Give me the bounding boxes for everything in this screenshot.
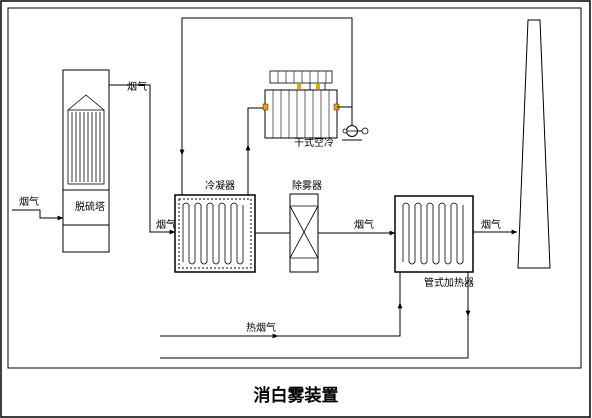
label-desulfurization-tower: 脱硫塔 — [75, 200, 105, 213]
label-dry-cooling-tower: 干式空冷 — [294, 136, 334, 149]
pipe-flue-gas-inlet — [12, 209, 64, 221]
label-heating-flue-gas: 热烟气 — [246, 321, 276, 334]
pipe-cooling-return — [181, 17, 353, 195]
label-tube-heater: 管式加热器 — [424, 276, 474, 289]
label-flue-gas-to-condenser: 烟气 — [156, 218, 176, 231]
pipe-heater-return — [160, 272, 469, 359]
label-flue-gas-to-heater: 烟气 — [354, 218, 374, 231]
label-flue-gas-tower-top: 烟气 — [127, 80, 147, 93]
pipe-tower-to-condenser — [109, 84, 176, 235]
desulfurization-tower — [62, 69, 110, 253]
label-flue-gas-inlet: 烟气 — [19, 195, 39, 208]
tube-heater — [394, 195, 474, 273]
dry-cooling-tower — [262, 70, 340, 139]
condenser — [174, 194, 256, 273]
label-demister: 除雾器 — [292, 179, 322, 192]
diagram-caption: 消白雾装置 — [254, 385, 339, 406]
chimney-stack — [517, 19, 551, 269]
diagram-border — [7, 7, 582, 369]
label-condenser: 冷凝器 — [205, 179, 235, 192]
label-flue-gas-to-stack: 烟气 — [481, 218, 501, 231]
demister — [289, 193, 319, 273]
pipe-heating-flue-gas — [160, 272, 401, 337]
pump — [342, 125, 369, 141]
pipe-cooling-supply — [247, 107, 265, 195]
